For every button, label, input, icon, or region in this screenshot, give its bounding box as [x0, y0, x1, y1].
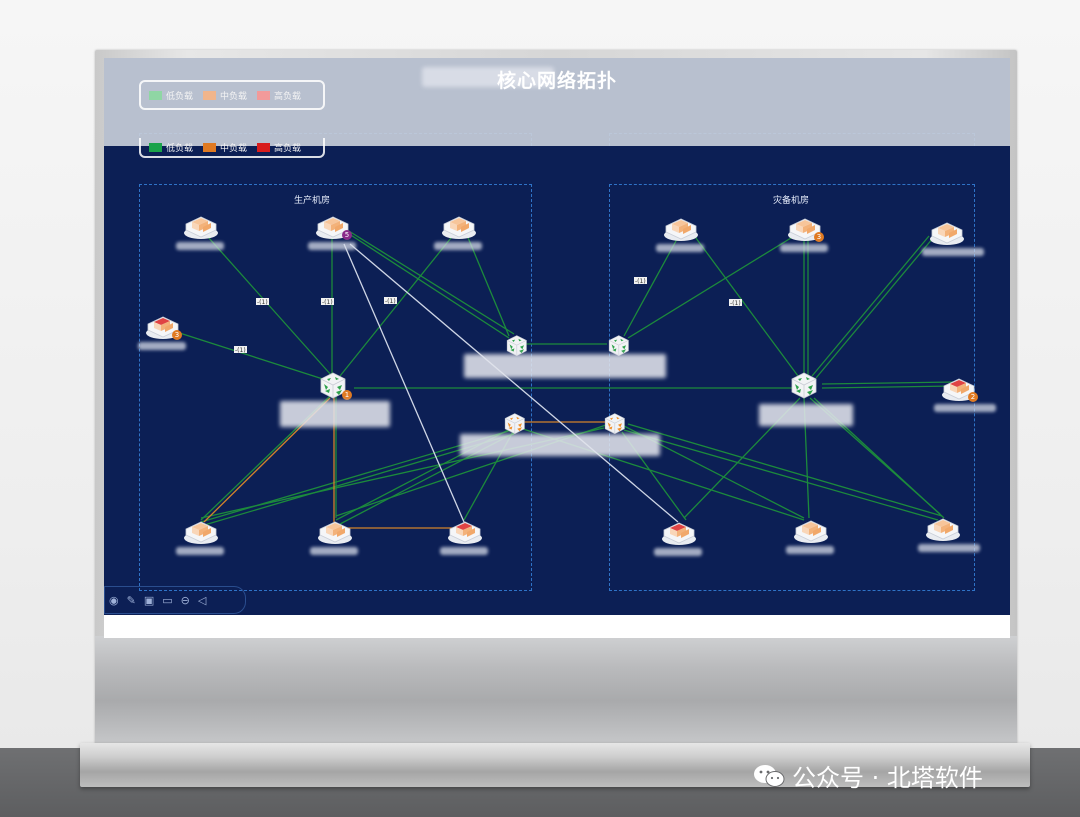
server-node[interactable] [440, 208, 478, 240]
server-node[interactable] [660, 514, 698, 546]
alarm-badge: 5 [342, 230, 352, 240]
page-title: 核心网络拓扑 [496, 70, 617, 92]
node-label-blurred [922, 248, 984, 256]
link [821, 385, 955, 389]
node-label-blurred [934, 404, 996, 412]
edit-icon[interactable]: ✎ [126, 593, 136, 607]
subtitle-blurred [422, 67, 554, 87]
node-label-blurred [440, 547, 488, 555]
node-label-blurred [308, 242, 356, 250]
link [339, 227, 510, 339]
sound-icon[interactable]: ◁ [197, 593, 207, 607]
node-label-blurred [176, 242, 224, 250]
server-node[interactable] [182, 513, 220, 545]
edge-label: -(1) [257, 299, 268, 306]
alarm-badge: 3 [814, 232, 824, 242]
server-node[interactable] [928, 214, 966, 246]
link [627, 423, 943, 517]
core-info-blurred [280, 401, 390, 427]
switch-node[interactable] [789, 370, 827, 402]
legend-item: 高负载 [257, 141, 301, 154]
edge-label-box [321, 298, 334, 305]
edge-label-box [729, 299, 742, 306]
edge-label: -(1) [385, 298, 396, 305]
legend-item: 低负载 [149, 141, 193, 154]
play-icon[interactable]: ◉ [109, 593, 119, 607]
server-node[interactable] [792, 512, 830, 544]
node-label-blurred [786, 546, 834, 554]
edge-label-box [256, 298, 269, 305]
link [623, 429, 939, 521]
switch-node[interactable] [603, 411, 633, 437]
edge-label-box [384, 297, 397, 304]
legend-item: 中负载 [203, 141, 247, 154]
link [815, 237, 934, 379]
node-label-blurred [176, 547, 224, 555]
topology-canvas: 生产机房 灾备机房 [104, 58, 1010, 615]
server-node[interactable]: 5 [314, 208, 352, 240]
link [821, 381, 955, 385]
view-toolbar: ◉ ✎ ▣ ▭ ⊖ ◁ [104, 586, 246, 614]
fit-icon[interactable]: ▣ [143, 593, 155, 607]
node-label-blurred [656, 244, 704, 252]
link [339, 227, 460, 377]
edge-label-box [634, 277, 647, 284]
node-label-blurred [780, 244, 828, 252]
topology-links: -(1) -(1) -(1) -(1) -(1) -(1) [163, 227, 955, 529]
server-node[interactable]: 3 [786, 210, 824, 242]
legend-item: 低负载 [149, 89, 193, 102]
node-label-blurred [138, 342, 186, 350]
legend: 低负载 中负载 高负载 [139, 80, 325, 110]
watermark: 公众号 · 北塔软件 [752, 758, 983, 793]
node-label-blurred [654, 548, 702, 556]
watermark-text: 公众号 · 北塔软件 [792, 764, 983, 792]
alarm-badge: 2 [968, 392, 978, 402]
link [811, 235, 930, 377]
display-screen: 生产机房 灾备机房 [104, 58, 1010, 638]
legend-item: 中负载 [203, 89, 247, 102]
display-stand-panel [95, 636, 1017, 744]
edge-label: -(1) [730, 300, 741, 307]
link [163, 327, 327, 381]
node-label-blurred [310, 547, 358, 555]
link [349, 243, 679, 523]
switch-node[interactable] [503, 411, 533, 437]
link-info-blurred [464, 354, 666, 378]
server-node[interactable] [446, 513, 484, 545]
edge-label: -(1) [235, 347, 246, 354]
display-stand-base [80, 743, 1030, 787]
server-node[interactable] [182, 208, 220, 240]
alarm-badge: 3 [172, 330, 182, 340]
zone-label-disaster: 灾备机房 [773, 196, 810, 206]
node-label-blurred [434, 242, 482, 250]
link [689, 229, 799, 377]
wechat-icon [752, 763, 786, 789]
zone-label-production: 生产机房 [294, 196, 331, 206]
header-bar: 核心网络拓扑 低负载 中负载 高负载 [104, 58, 1010, 146]
server-node[interactable] [662, 210, 700, 242]
server-node[interactable] [316, 513, 354, 545]
edge-label-box [234, 346, 247, 353]
server-node[interactable] [924, 510, 962, 542]
link [627, 229, 805, 339]
link-info-blurred [460, 434, 660, 456]
legend-echo: 低负载 中负载 高负载 [139, 138, 325, 158]
link [343, 243, 465, 523]
screen-icon[interactable]: ▭ [162, 593, 173, 607]
server-node[interactable]: 2 [940, 370, 978, 402]
switch-node[interactable]: 1 [318, 370, 356, 402]
node-label-blurred [918, 544, 980, 552]
edge-label: -(1) [635, 278, 646, 285]
minus-icon[interactable]: ⊖ [180, 593, 190, 607]
edge-label: -(1) [322, 299, 333, 306]
server-node[interactable]: 3 [144, 308, 182, 340]
core-info-blurred [759, 404, 853, 426]
link [343, 227, 515, 335]
legend-item: 高负载 [257, 89, 301, 102]
alarm-badge: 1 [342, 390, 352, 400]
